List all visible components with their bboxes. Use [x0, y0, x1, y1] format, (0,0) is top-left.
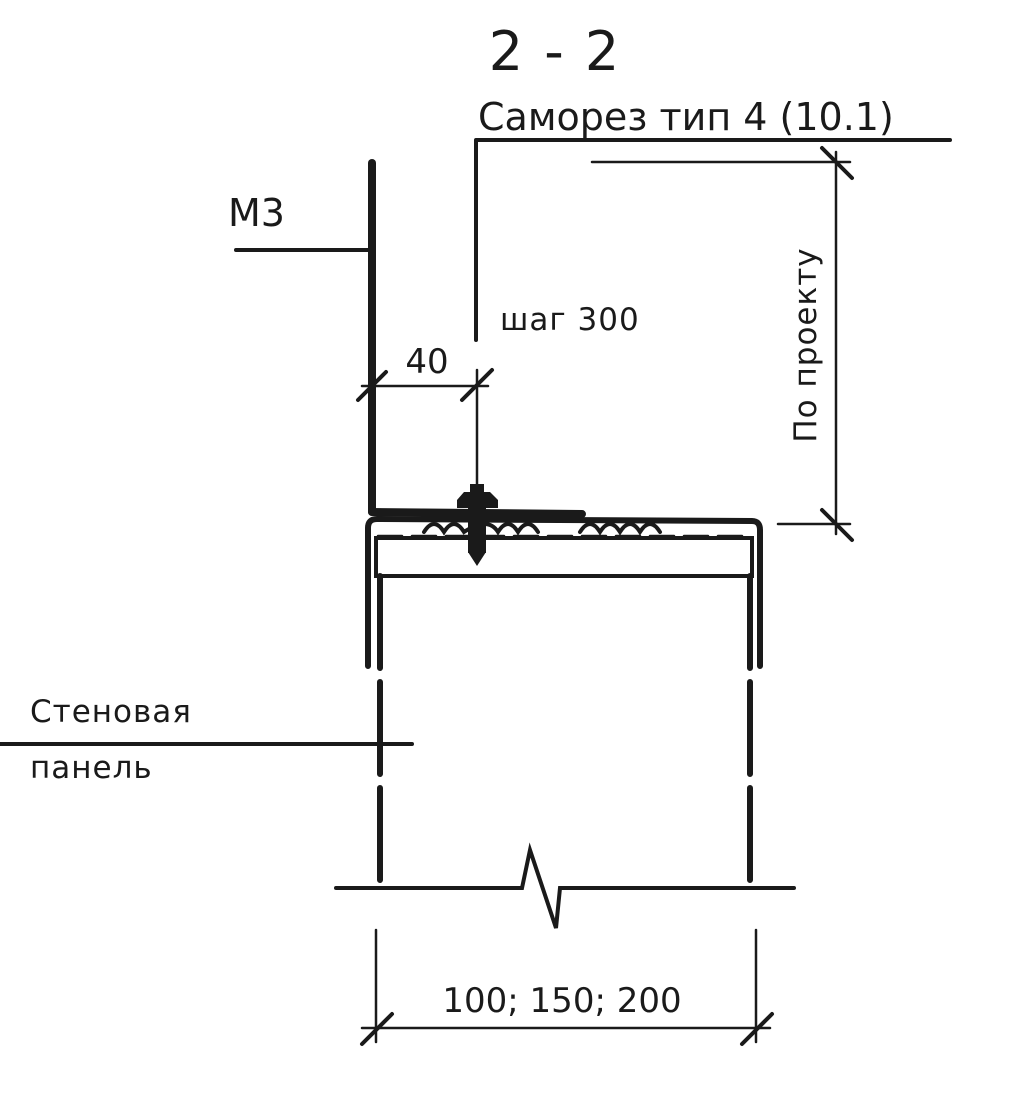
- thickness-dimension-label: 100; 150; 200: [442, 981, 681, 1021]
- break-line: [334, 842, 796, 929]
- m3-label: М3: [228, 191, 285, 235]
- by-project-tick-bottom: [820, 508, 854, 542]
- panel-top-plate: [374, 536, 754, 578]
- screw-label: Саморез тип 4 (10.1): [478, 95, 894, 139]
- top-profile-outline: [365, 515, 763, 669]
- sealing-strip: [376, 522, 754, 538]
- screw-leader-line: [474, 138, 952, 342]
- by-project-tick-top: [820, 146, 854, 180]
- wall-panel-label-line1: Стеновая: [30, 694, 192, 730]
- thickness-tick-right: [740, 1012, 774, 1046]
- wall-panel-label-line2: панель: [30, 750, 153, 786]
- flange-dimension-label: 40: [405, 342, 448, 382]
- section-title: 2 - 2: [489, 20, 622, 83]
- thickness-tick-left: [360, 1012, 394, 1046]
- pitch-label: шаг 300: [500, 302, 640, 338]
- by-project-label: По проекту: [788, 247, 824, 442]
- screw-icon: [457, 484, 498, 566]
- flange-tick-left: [356, 370, 388, 402]
